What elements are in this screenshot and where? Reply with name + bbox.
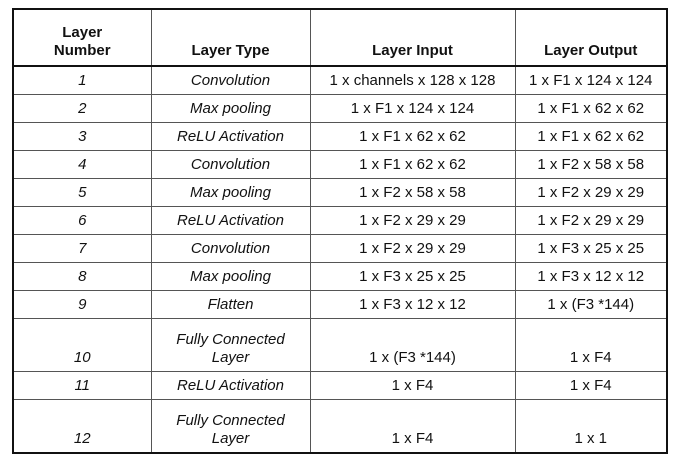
cell-layer-output: 1 x F1 x 124 x 124 <box>514 66 666 95</box>
cell-layer-input: 1 x F3 x 12 x 12 <box>309 290 515 319</box>
cell-layer-number: 10 <box>14 318 151 372</box>
cell-layer-output: 1 x F2 x 29 x 29 <box>514 178 666 207</box>
cell-layer-output: 1 x F2 x 29 x 29 <box>514 206 666 235</box>
cell-layer-input: 1 x F2 x 29 x 29 <box>309 206 515 235</box>
cell-layer-type: Max pooling <box>150 94 310 123</box>
cell-layer-number: 11 <box>14 371 151 400</box>
cell-layer-number: 3 <box>14 122 151 151</box>
cell-layer-number: 6 <box>14 206 151 235</box>
cell-layer-output: 1 x F3 x 12 x 12 <box>514 262 666 291</box>
cell-layer-type: Convolution <box>150 66 310 95</box>
cell-layer-output: 1 x F4 <box>514 371 666 400</box>
cell-layer-output: 1 x F4 <box>514 318 666 372</box>
cell-layer-number: 8 <box>14 262 151 291</box>
cell-layer-type: ReLU Activation <box>150 122 310 151</box>
cell-layer-input: 1 x F2 x 29 x 29 <box>309 234 515 263</box>
cell-layer-type: Max pooling <box>150 262 310 291</box>
cell-layer-number: 9 <box>14 290 151 319</box>
cell-layer-input: 1 x F1 x 124 x 124 <box>309 94 515 123</box>
cell-layer-output: 1 x F3 x 25 x 25 <box>514 234 666 263</box>
cell-layer-output: 1 x 1 <box>514 399 666 452</box>
cell-layer-input: 1 x F4 <box>309 399 515 452</box>
cell-layer-number: 12 <box>14 399 151 452</box>
header-layer-output: Layer Output <box>514 10 666 67</box>
cell-layer-input: 1 x channels x 128 x 128 <box>309 66 515 95</box>
cell-layer-output: 1 x F2 x 58 x 58 <box>514 150 666 179</box>
cell-layer-output: 1 x F1 x 62 x 62 <box>514 122 666 151</box>
cell-layer-input: 1 x F4 <box>309 371 515 400</box>
cell-layer-output: 1 x F1 x 62 x 62 <box>514 94 666 123</box>
cell-layer-type: Max pooling <box>150 178 310 207</box>
cell-layer-input: 1 x F3 x 25 x 25 <box>309 262 515 291</box>
cell-layer-type: ReLU Activation <box>150 206 310 235</box>
cell-layer-number: 1 <box>78 71 87 89</box>
header-layer-input: Layer Input <box>309 10 515 67</box>
cell-layer-output: 1 x (F3 *144) <box>514 290 666 319</box>
cell-layer-number: 5 <box>14 178 151 207</box>
cell-layer-type: ReLU Activation <box>150 371 310 400</box>
cell-layer-input: 1 x (F3 *144) <box>309 318 515 372</box>
header-layer-type: Layer Type <box>150 10 310 67</box>
cell-layer-type: Convolution <box>150 234 310 263</box>
cell-layer-type: Convolution <box>150 150 310 179</box>
cell-layer-input: 1 x F1 x 62 x 62 <box>309 150 515 179</box>
cell-layer-number: 4 <box>14 150 151 179</box>
cell-layer-input: 1 x F1 x 62 x 62 <box>309 122 515 151</box>
cell-layer-type: Flatten <box>150 290 310 319</box>
cell-layer-input: 1 x F2 x 58 x 58 <box>309 178 515 207</box>
cell-layer-number: 7 <box>14 234 151 263</box>
cell-layer-number: 2 <box>14 94 151 123</box>
